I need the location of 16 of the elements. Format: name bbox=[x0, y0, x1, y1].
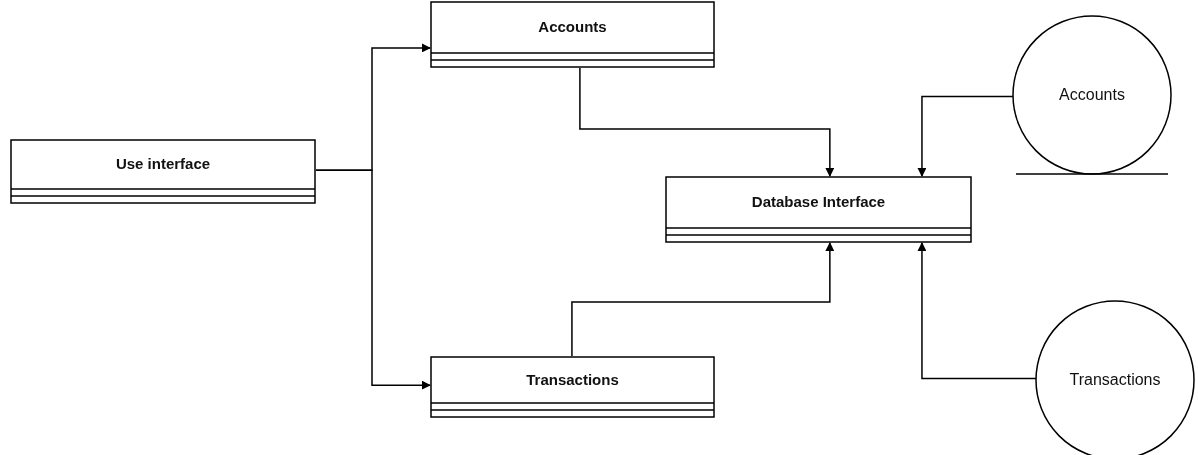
arrow bbox=[315, 169, 431, 390]
node-label: Database Interface bbox=[750, 192, 887, 212]
node-label: Transactions bbox=[525, 369, 620, 390]
arrow bbox=[917, 242, 1037, 380]
process-box bbox=[430, 356, 715, 418]
arrow bbox=[579, 67, 835, 177]
process-box bbox=[665, 176, 972, 243]
arrow bbox=[917, 95, 1014, 177]
node-label: Transactions bbox=[1068, 370, 1162, 390]
process-box bbox=[10, 139, 316, 204]
node-label: Use interface bbox=[114, 154, 212, 174]
data-store-circle bbox=[1012, 15, 1172, 178]
process-box bbox=[430, 1, 715, 68]
node-label: Accounts bbox=[1058, 85, 1126, 105]
node-label: Accounts bbox=[537, 17, 608, 37]
arrow bbox=[571, 242, 835, 357]
